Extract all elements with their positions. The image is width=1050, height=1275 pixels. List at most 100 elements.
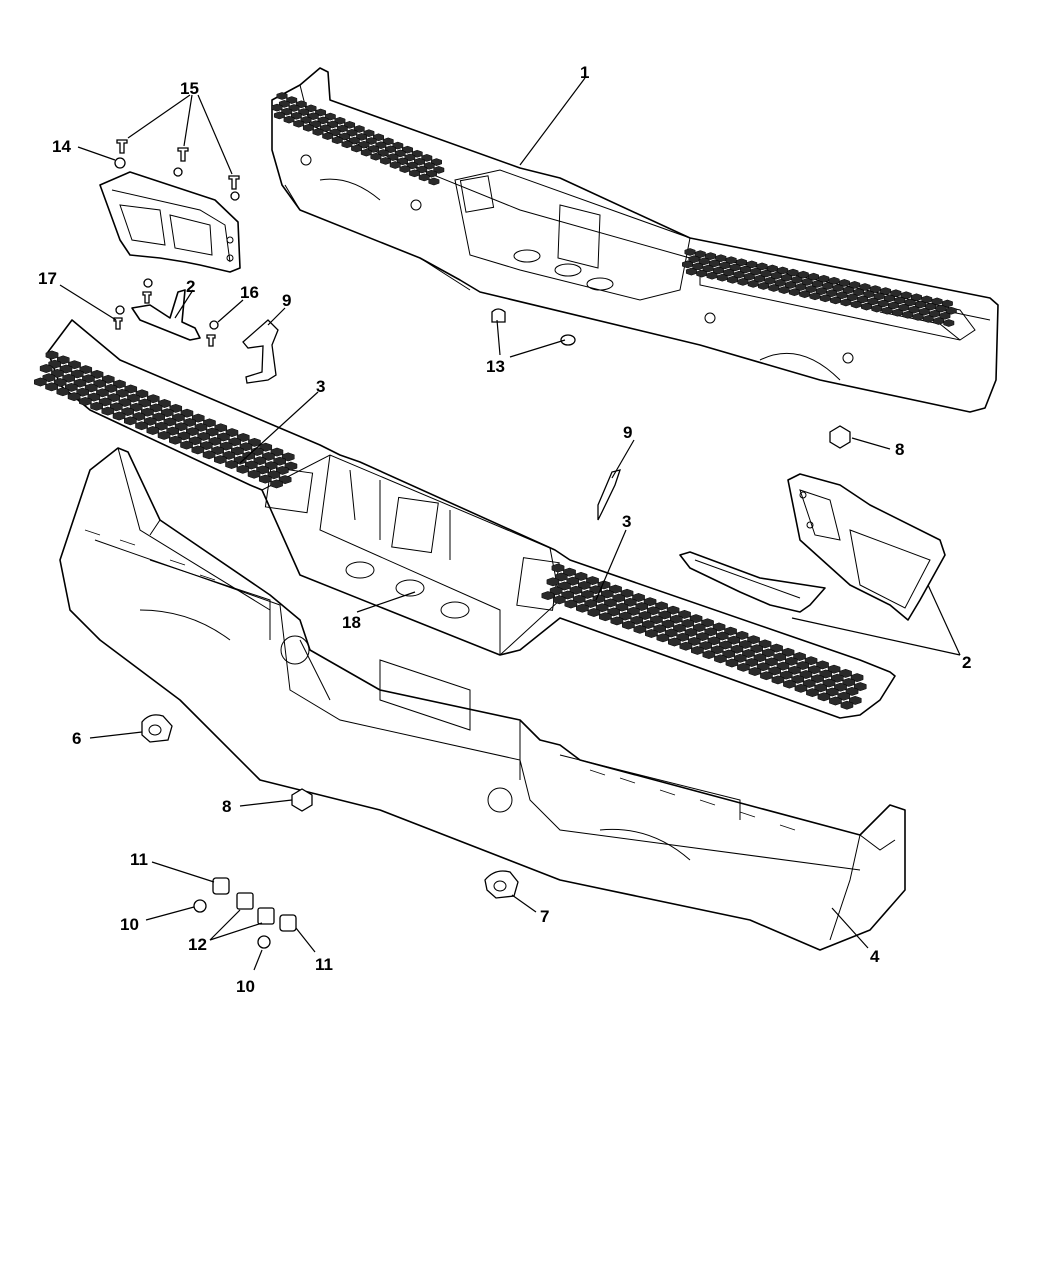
callout-12: 12 bbox=[188, 935, 207, 954]
step-pad-hex bbox=[832, 284, 844, 292]
step-pad-hex bbox=[271, 103, 283, 112]
step-pad-hex bbox=[845, 686, 859, 696]
step-pad-hex bbox=[694, 250, 706, 258]
step-pad-hex bbox=[684, 248, 696, 256]
step-pad-hex bbox=[735, 630, 749, 640]
callout-3: 3 bbox=[316, 377, 325, 396]
step-pad-assembly bbox=[34, 319, 896, 719]
step-pad-hex bbox=[816, 660, 829, 670]
step-pad-hex bbox=[706, 271, 718, 280]
step-pad-hex bbox=[581, 589, 594, 599]
step-pad-hex bbox=[921, 295, 933, 304]
step-pad-hex bbox=[750, 267, 762, 276]
step-pad-hex bbox=[627, 606, 640, 616]
step-pad-hex bbox=[776, 661, 790, 671]
step-pad-hex bbox=[853, 682, 867, 692]
step-pad-hex bbox=[799, 670, 813, 679]
step-pad-hex bbox=[888, 301, 899, 310]
step-pad-hex bbox=[850, 300, 862, 309]
bracket-9-left bbox=[242, 319, 279, 384]
step-pad-hex bbox=[714, 654, 727, 664]
step-pad-hex bbox=[635, 602, 649, 611]
step-pad-hex bbox=[791, 674, 805, 684]
step-pad-hex bbox=[822, 282, 834, 290]
step-pad-hex bbox=[808, 272, 819, 281]
step-pad-hex bbox=[838, 279, 850, 287]
callout-10: 10 bbox=[236, 977, 255, 996]
step-pad-hex bbox=[804, 656, 818, 666]
step-pad-hex bbox=[669, 614, 683, 624]
step-pad-hex bbox=[283, 115, 295, 124]
step-pad-hex bbox=[566, 576, 580, 586]
step-pad-hex bbox=[668, 637, 681, 647]
step-pad-hex bbox=[758, 282, 769, 290]
step-pad-hex bbox=[828, 276, 840, 285]
step-pad-hex bbox=[428, 177, 440, 186]
step-pad-hex bbox=[595, 603, 609, 613]
step-pad-hex bbox=[933, 317, 944, 325]
step-pad-hex bbox=[685, 267, 697, 276]
step-pad-hex bbox=[553, 595, 566, 605]
step-pad-hex bbox=[689, 614, 703, 624]
step-pad-hex bbox=[712, 622, 726, 632]
step-pad-hex bbox=[768, 284, 780, 292]
step-pad-hex bbox=[809, 292, 821, 301]
step-pad-hex bbox=[850, 673, 864, 683]
step-pad-hex bbox=[829, 696, 842, 706]
callout-15: 15 bbox=[180, 79, 199, 98]
step-pad-hex bbox=[861, 302, 872, 311]
step-pad-hex bbox=[738, 639, 752, 649]
step-pad-hex bbox=[827, 664, 841, 674]
step-pad-hex bbox=[774, 279, 786, 287]
bumper-face-bar bbox=[59, 447, 906, 951]
step-pad-hex bbox=[696, 269, 708, 278]
step-pad-hex bbox=[894, 296, 906, 305]
step-pad-hex bbox=[770, 643, 783, 653]
step-pad-hex bbox=[124, 416, 137, 426]
step-pad-hex bbox=[360, 148, 372, 157]
step-pad-hex bbox=[819, 294, 831, 303]
step-pad-hex bbox=[577, 580, 591, 590]
callout-16: 16 bbox=[240, 283, 259, 302]
step-pad-hex bbox=[698, 257, 710, 266]
step-pad-hex bbox=[696, 632, 709, 642]
step-pad-hex bbox=[788, 288, 800, 297]
step-pad-hex bbox=[784, 656, 798, 666]
step-pad-hex bbox=[34, 377, 47, 387]
step-pad-hex bbox=[797, 270, 809, 279]
step-pad-hex bbox=[79, 396, 92, 406]
step-pad-hex bbox=[817, 692, 831, 702]
step-pad-hex bbox=[39, 364, 53, 373]
step-pad-hex bbox=[764, 276, 776, 285]
step-pad-hex bbox=[785, 281, 796, 289]
step-pad-hex bbox=[101, 406, 115, 416]
step-pad-hex bbox=[157, 430, 171, 440]
step-pad-hex bbox=[918, 307, 930, 316]
step-pad-hex bbox=[830, 673, 844, 683]
step-pad-hex bbox=[825, 687, 839, 697]
step-pad-hex bbox=[727, 275, 739, 284]
step-pad-hex bbox=[572, 594, 586, 604]
step-pad-hex bbox=[610, 616, 624, 626]
step-pad-hex bbox=[389, 161, 401, 169]
step-pad-hex bbox=[737, 662, 750, 672]
step-pad-hex bbox=[891, 308, 903, 317]
step-pad-hex bbox=[768, 666, 782, 676]
step-pad-hex bbox=[908, 305, 920, 314]
step-pad-hex bbox=[699, 641, 713, 651]
step-pad-hex bbox=[911, 293, 922, 302]
step-pad-hex bbox=[641, 620, 655, 629]
bracket-right-upper bbox=[787, 473, 946, 621]
step-pad-hex bbox=[656, 633, 670, 643]
step-pad-hex bbox=[273, 111, 285, 120]
step-pad-hex bbox=[778, 286, 790, 294]
callout-8: 8 bbox=[222, 797, 231, 816]
step-pad-hex bbox=[929, 309, 941, 318]
step-pad-hex bbox=[746, 260, 758, 269]
step-pad-hex bbox=[814, 683, 828, 693]
step-pad-hex bbox=[902, 310, 914, 319]
step-pad-hex bbox=[807, 665, 821, 675]
step-pad-hex bbox=[618, 611, 632, 621]
step-pad-hex bbox=[722, 649, 736, 659]
